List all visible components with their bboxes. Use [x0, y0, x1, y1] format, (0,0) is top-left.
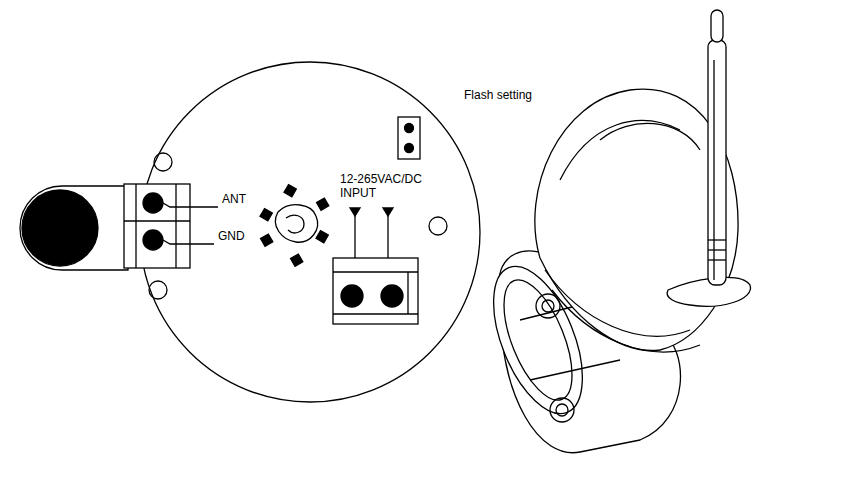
- warning-light: [475, 10, 750, 453]
- terminal-screw: [143, 230, 163, 250]
- terminal-block: [124, 184, 190, 268]
- terminal-block: [333, 258, 418, 324]
- leader-line: [163, 203, 218, 207]
- antenna-connector: [22, 190, 98, 266]
- mounting-hole: [429, 217, 447, 235]
- power-input-label: 12-265VAC/DC INPUT: [340, 172, 432, 200]
- terminal-screw: [341, 285, 363, 307]
- mounting-hole: [149, 281, 167, 299]
- jumper-label: Flash setting: [464, 88, 532, 102]
- pin-label: ANT: [222, 192, 246, 206]
- terminal-screw: [381, 285, 403, 307]
- pin-label: GND: [218, 229, 245, 243]
- flash-jumper: [398, 117, 420, 159]
- component-symbol: [260, 185, 329, 267]
- leader-line: [163, 240, 214, 244]
- mounting-hole: [154, 153, 172, 171]
- circuit-board: [140, 62, 480, 402]
- antenna-tab: [20, 186, 128, 270]
- terminal-screw: [143, 193, 163, 213]
